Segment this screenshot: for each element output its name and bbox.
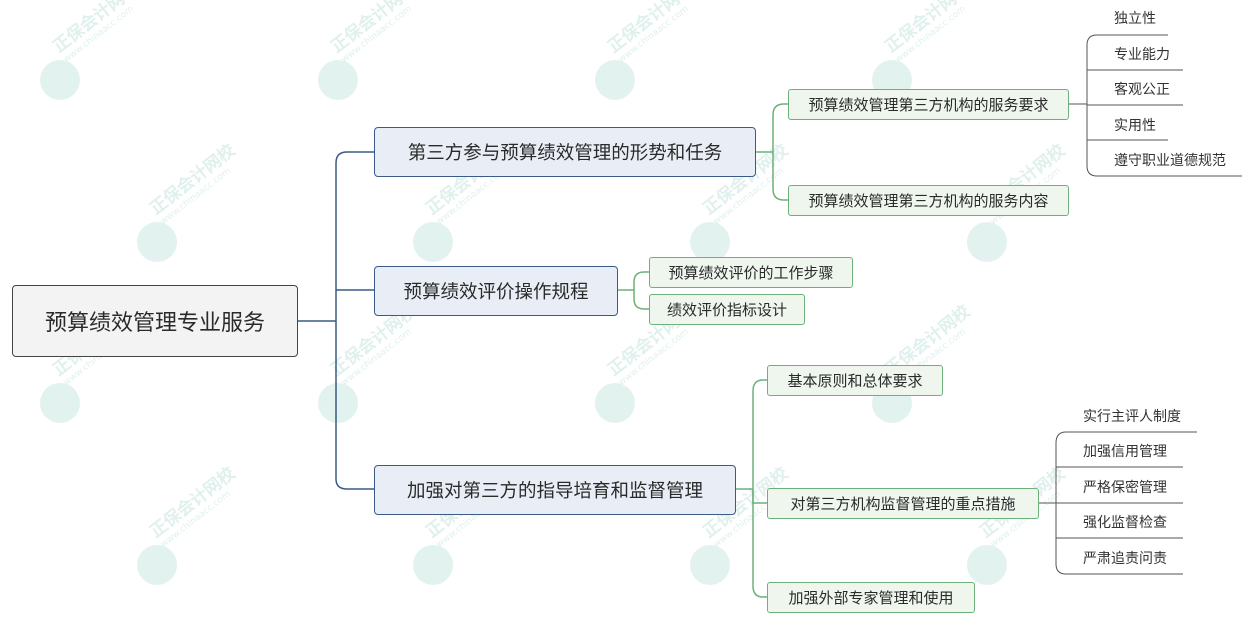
branch-node[interactable]: 加强对第三方的指导培育和监督管理 bbox=[374, 465, 736, 515]
leaf-node[interactable]: 专业能力 bbox=[1114, 47, 1170, 63]
branch-node[interactable]: 预算绩效评价操作规程 bbox=[374, 266, 618, 316]
root-node[interactable]: 预算绩效管理专业服务 bbox=[12, 285, 298, 357]
sub-node[interactable]: 加强外部专家管理和使用 bbox=[767, 582, 975, 613]
leaf-node[interactable]: 严格保密管理 bbox=[1083, 480, 1167, 496]
leaf-node[interactable]: 实用性 bbox=[1114, 118, 1156, 134]
branch-node[interactable]: 第三方参与预算绩效管理的形势和任务 bbox=[374, 127, 756, 177]
leaf-node[interactable]: 遵守职业道德规范 bbox=[1114, 153, 1226, 169]
sub-node[interactable]: 预算绩效管理第三方机构的服务内容 bbox=[788, 185, 1069, 216]
leaf-node[interactable]: 严肃追责问责 bbox=[1083, 551, 1167, 567]
sub-node[interactable]: 预算绩效管理第三方机构的服务要求 bbox=[788, 89, 1069, 120]
leaf-node[interactable]: 实行主评人制度 bbox=[1083, 409, 1181, 425]
sub-node[interactable]: 绩效评价指标设计 bbox=[649, 294, 805, 325]
sub-node[interactable]: 对第三方机构监督管理的重点措施 bbox=[767, 488, 1039, 519]
sub-node[interactable]: 基本原则和总体要求 bbox=[767, 365, 943, 396]
leaf-node[interactable]: 强化监督检查 bbox=[1083, 515, 1167, 531]
leaf-node[interactable]: 客观公正 bbox=[1114, 82, 1170, 98]
leaf-node[interactable]: 独立性 bbox=[1114, 11, 1156, 27]
sub-node[interactable]: 预算绩效评价的工作步骤 bbox=[649, 257, 853, 288]
leaf-node[interactable]: 加强信用管理 bbox=[1083, 444, 1167, 460]
